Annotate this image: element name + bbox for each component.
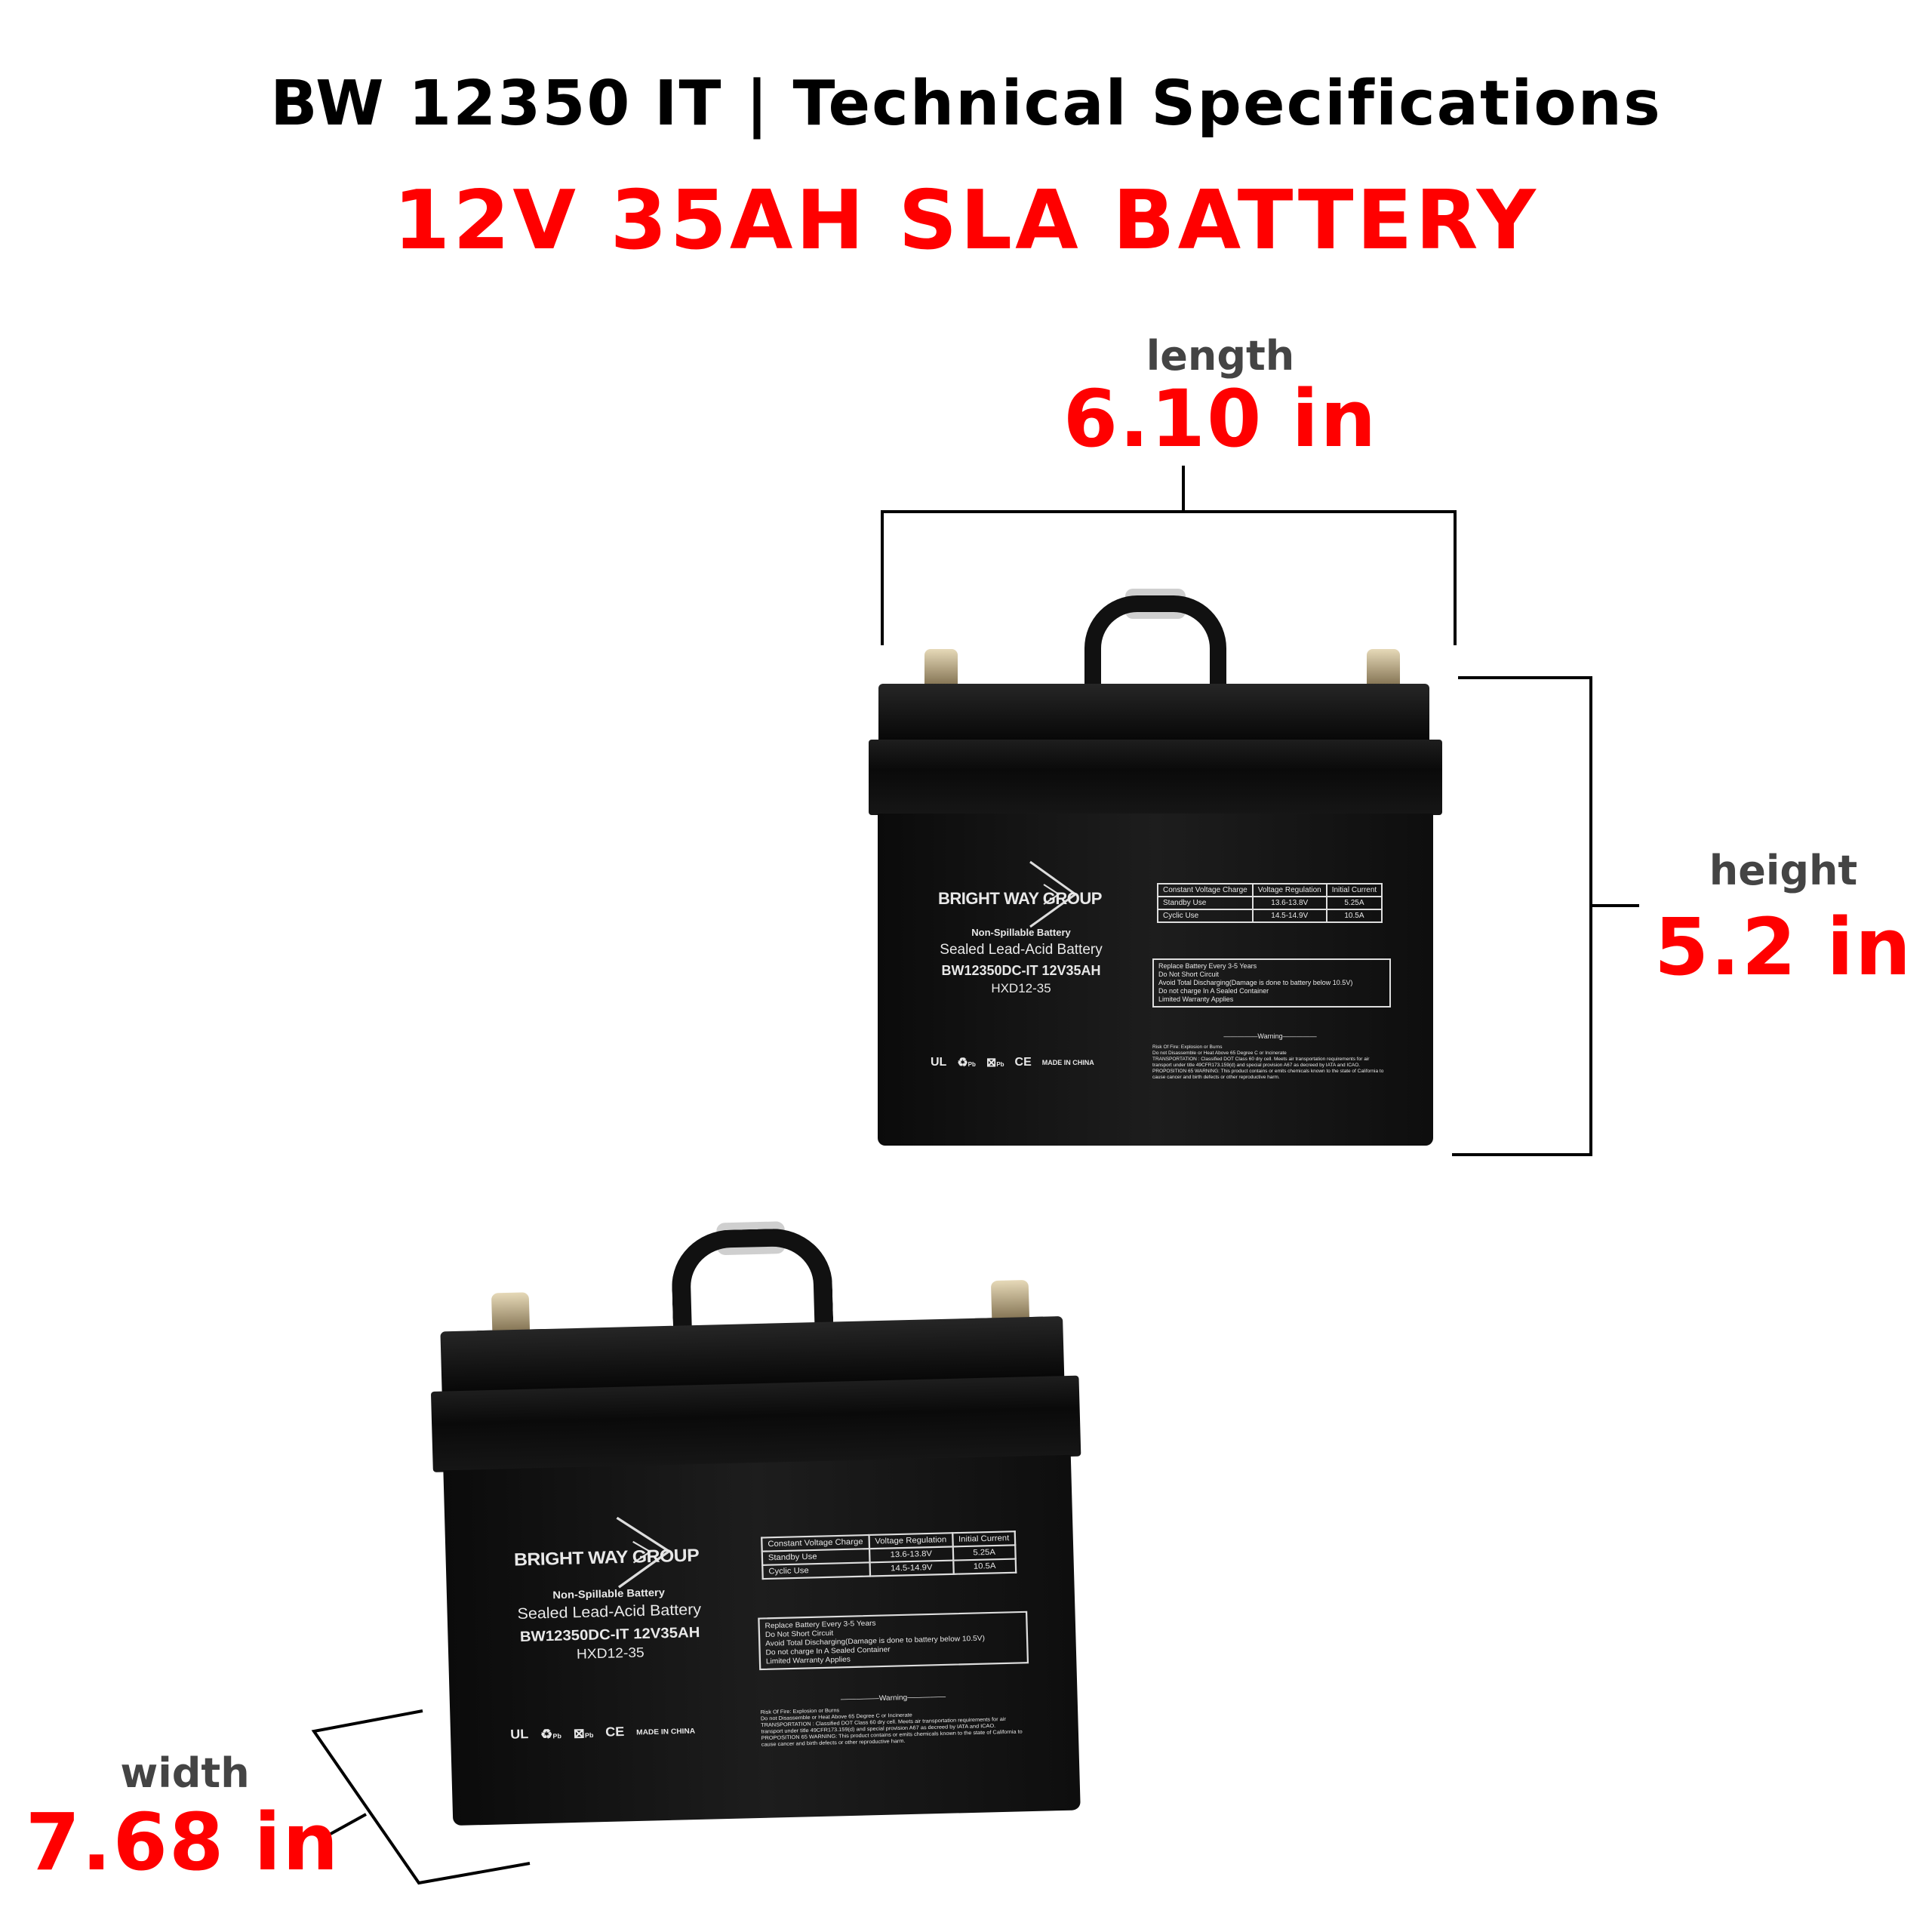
table-header: Voltage Regulation: [1251, 883, 1327, 897]
recycle-icon: ♻Pb: [957, 1057, 976, 1069]
width-bracket: [311, 1709, 531, 1885]
table-cell: Cyclic Use: [762, 1562, 870, 1580]
product-subtitle: 12V 35AH SLA BATTERY: [393, 174, 1539, 268]
table-cell: 14.5-14.9V: [1251, 909, 1327, 923]
warning-line: PROPOSITION 65 WARNING: This product con…: [1152, 1069, 1384, 1080]
height-bracket: [1452, 676, 1592, 1156]
charge-spec-table: Constant Voltage Charge Voltage Regulati…: [1157, 883, 1383, 923]
battery-body: BRIGHT WAY GROUP Non-Spillable Battery S…: [878, 814, 1433, 1146]
ce-mark-icon: CE: [1014, 1056, 1032, 1069]
warning-line: TRANSPORTATION : Classified DOT Class 60…: [1152, 1057, 1370, 1068]
product-code: HXD12-35: [991, 981, 1051, 995]
warning-heading-text: Warning: [1257, 1032, 1283, 1040]
warning-line: Risk Of Fire: Explosion or Burns: [1152, 1044, 1223, 1050]
table-header: Initial Current: [1325, 883, 1383, 897]
battery-front-view: BRIGHT WAY GROUP Non-Spillable Battery S…: [869, 589, 1442, 1155]
model-number: BW12350DC-IT 12V35AH: [941, 963, 1101, 978]
brand-chevron-logo: [616, 1516, 672, 1589]
table-cell: 10.5A: [1325, 909, 1383, 923]
battery-lid: [878, 684, 1429, 741]
note-line: Replace Battery Every 3-5 Years: [1158, 962, 1257, 970]
table-header: Initial Current: [952, 1531, 1016, 1547]
width-tick: [330, 1813, 367, 1835]
width-label: width: [120, 1749, 250, 1797]
table-header-row: Constant Voltage Charge Voltage Regulati…: [1157, 883, 1383, 897]
brand-name: BRIGHT WAY GROUP: [938, 889, 1102, 908]
table-cell: 5.25A: [1325, 896, 1383, 910]
note-line: Avoid Total Discharging(Damage is done t…: [1158, 979, 1353, 986]
table-cell: Cyclic Use: [1157, 909, 1254, 923]
note-line: Do Not Short Circuit: [1158, 971, 1220, 978]
certification-marks: UL ♻Pb ⊠Pb CE MADE IN CHINA: [931, 1055, 1094, 1070]
note-line: Do not charge In A Sealed Container: [1158, 987, 1269, 995]
ul-mark-icon: UL: [931, 1056, 947, 1069]
battery-type-line2: Sealed Lead-Acid Battery: [940, 942, 1103, 958]
made-in-label: MADE IN CHINA: [1041, 1059, 1094, 1066]
height-label: height: [1709, 847, 1858, 894]
warning-heading-text: Warning: [878, 1693, 908, 1703]
page-title: BW 12350 IT | Technical Specifications: [270, 68, 1662, 140]
table-row: Cyclic Use 14.5-14.9V 10.5A: [1157, 909, 1383, 923]
certification-marks: UL ♻Pb ⊠Pb CE MADE IN CHINA: [510, 1723, 695, 1743]
warning-text: Risk Of Fire: Explosion or Burns Do not …: [761, 1703, 1026, 1749]
height-value: 5.2 in: [1654, 901, 1913, 993]
table-cell: 14.5-14.9V: [869, 1560, 954, 1577]
warning-text: Risk Of Fire: Explosion or Burns Do not …: [1152, 1044, 1386, 1081]
warning-heading: —————Warning—————: [840, 1692, 946, 1703]
table-header: Constant Voltage Charge: [1157, 883, 1254, 897]
made-in-label: MADE IN CHINA: [635, 1727, 696, 1737]
care-notes-box: Replace Battery Every 3-5 Years Do Not S…: [758, 1611, 1029, 1671]
battery-type-line2: Sealed Lead-Acid Battery: [517, 1601, 702, 1623]
battery-type-line1: Non-Spillable Battery: [971, 927, 1071, 938]
crossed-bin-icon: ⊠Pb: [573, 1727, 594, 1741]
table-cell: 13.6-13.8V: [1251, 896, 1327, 910]
product-code: HXD12-35: [576, 1644, 645, 1662]
charge-spec-table: Constant Voltage Charge Voltage Regulati…: [761, 1531, 1017, 1580]
brand-chevron-logo: [1029, 860, 1078, 928]
recycle-icon: ♻Pb: [540, 1727, 562, 1743]
table-cell: Standby Use: [1157, 896, 1254, 910]
note-line: Limited Warranty Applies: [1158, 995, 1234, 1003]
table-row: Standby Use 13.6-13.8V 5.25A: [1157, 896, 1383, 910]
model-number: BW12350DC-IT 12V35AH: [519, 1623, 700, 1645]
care-notes-box: Replace Battery Every 3-5 Years Do Not S…: [1152, 958, 1391, 1008]
battery-body: BRIGHT WAY GROUP Non-Spillable Battery S…: [443, 1454, 1081, 1826]
battery-angled-view: BRIGHT WAY GROUP Non-Spillable Battery S…: [426, 1214, 1091, 1836]
length-label: length: [1146, 332, 1295, 380]
battery-type-line1: Non-Spillable Battery: [552, 1586, 666, 1601]
warning-line: Do not Disassemble or Heat Above 65 Degr…: [1152, 1051, 1287, 1056]
crossed-bin-icon: ⊠Pb: [986, 1057, 1004, 1069]
battery-rim: [869, 740, 1442, 815]
length-bracket: [881, 510, 1457, 645]
ce-mark-icon: CE: [605, 1725, 625, 1740]
ul-mark-icon: UL: [509, 1727, 529, 1742]
width-value: 7.68 in: [25, 1796, 340, 1888]
warning-heading: —————Warning—————: [1223, 1032, 1317, 1040]
length-value: 6.10 in: [1063, 373, 1378, 465]
table-cell: 10.5A: [952, 1558, 1017, 1574]
table-cell: 5.25A: [952, 1545, 1016, 1561]
